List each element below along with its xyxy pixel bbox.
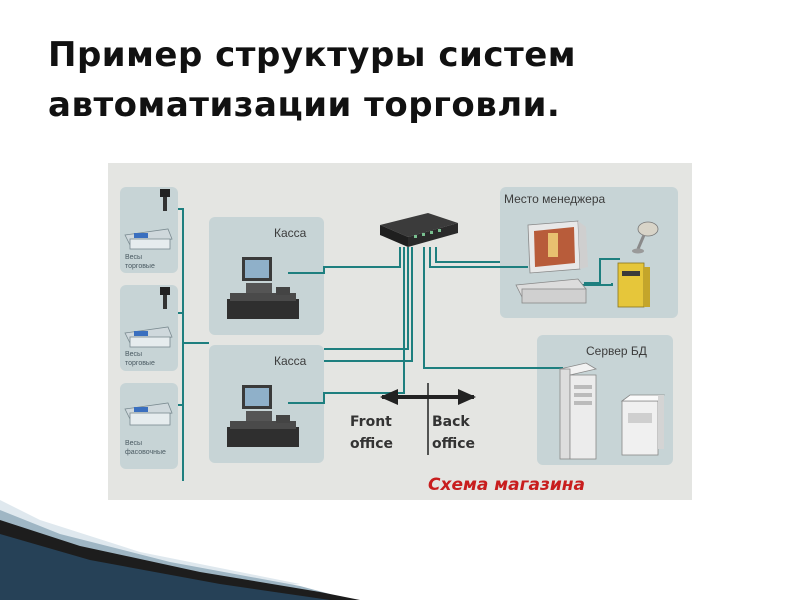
pc-icon — [515, 220, 588, 304]
kassa-label-bottom: Касса — [274, 354, 307, 368]
store-diagram: Весы торговые Весы торговые Весы фасовоч… — [108, 163, 692, 500]
connection-lines — [178, 208, 620, 481]
manager-label: Место менеджера — [504, 192, 606, 206]
slide-title: Пример структуры систем автоматизации то… — [48, 30, 748, 130]
kassa-icons — [227, 257, 299, 447]
scales-icons — [124, 189, 173, 426]
back-office-label: Back office — [432, 414, 476, 452]
arrow-left-right-icon — [380, 383, 476, 455]
server-icons — [558, 362, 665, 460]
barcode-scanner-icon — [632, 221, 659, 254]
network-switch-icon — [380, 213, 458, 247]
front-office-label: Front office — [350, 414, 394, 452]
scale-label-2: Весы торговые — [125, 351, 155, 367]
scale-label-1: Весы торговые — [125, 254, 155, 270]
server-icon — [620, 394, 665, 456]
manager-icons — [515, 220, 659, 308]
scale-panel-3 — [120, 383, 178, 469]
scale-icon — [124, 287, 173, 348]
scale-icon — [124, 402, 173, 426]
pos-terminal-icon — [227, 385, 299, 447]
title-line-2: автоматизации торговли. — [48, 85, 561, 125]
scale-icon — [124, 189, 173, 250]
printer-icon — [617, 262, 650, 308]
title-line-1: Пример структуры систем — [48, 35, 577, 75]
kassa-label-top: Касса — [274, 226, 307, 240]
decorative-swoosh — [0, 500, 360, 600]
server-label: Сервер БД — [586, 344, 647, 358]
pos-terminal-icon — [227, 257, 299, 319]
scale-label-3: Весы фасовочные — [125, 440, 166, 456]
diagram-caption: Схема магазина — [428, 475, 585, 495]
server-icon — [558, 362, 598, 460]
